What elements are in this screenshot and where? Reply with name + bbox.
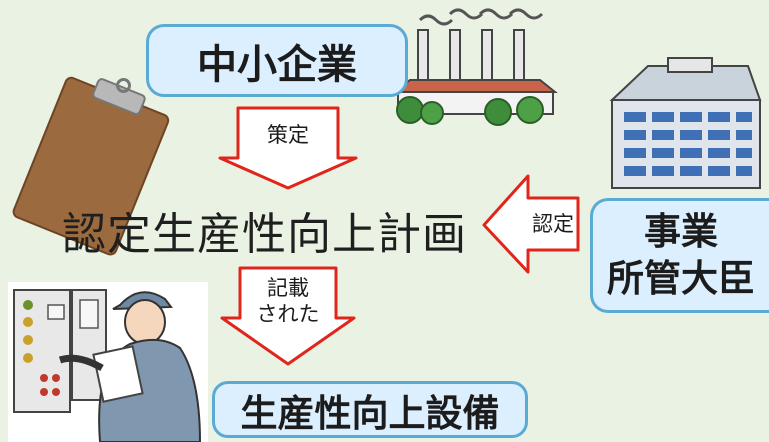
clipboard-icon xyxy=(12,76,170,256)
equipment-box: 生産性向上設備 xyxy=(212,381,528,438)
sme-label: 中小企業 xyxy=(197,41,357,88)
sme-box: 中小企業 xyxy=(146,24,408,97)
arrow-certify xyxy=(482,174,580,274)
factory-icon xyxy=(392,8,558,126)
minister-label-line2: 所管大臣 xyxy=(607,256,755,300)
arrow-certify-label: 認定 xyxy=(532,212,574,236)
minister-box: 事業 所管大臣 xyxy=(590,198,769,313)
arrow-formulate-label: 策定 xyxy=(267,123,309,147)
equipment-label: 生産性向上設備 xyxy=(240,391,500,435)
arrow-record-label: 記載 された xyxy=(254,275,322,328)
worker-at-control-panel-icon xyxy=(8,282,208,442)
arrow-formulate xyxy=(218,106,358,190)
arrow-record-label-line2: された xyxy=(256,302,320,327)
minister-label-line1: 事業 xyxy=(644,210,718,254)
arrow-record-label-line1: 記載 xyxy=(267,276,309,300)
office-building-icon xyxy=(609,57,762,189)
arrow-record xyxy=(220,266,356,366)
plan-title: 認定生産性向上計画 xyxy=(62,209,467,260)
